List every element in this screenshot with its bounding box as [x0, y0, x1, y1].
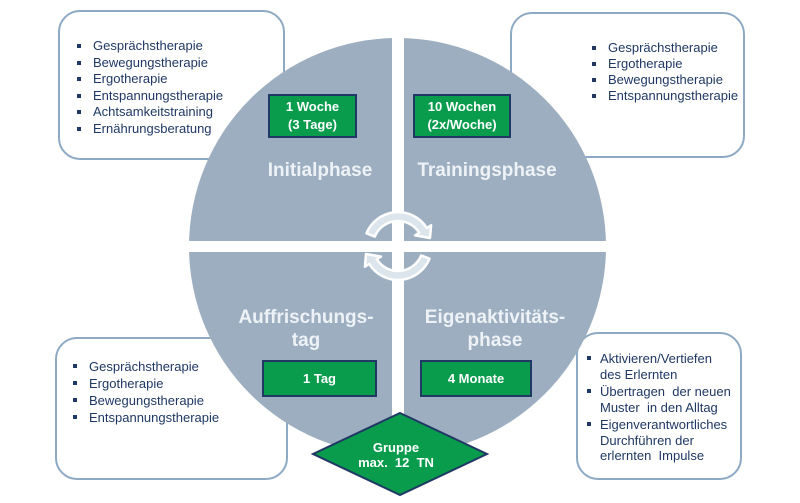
quadrant-divider-horizontal — [180, 241, 620, 252]
bullet-icon — [73, 398, 77, 402]
list-item: Bewegungstherapie — [73, 392, 286, 409]
list-item-text: Ergotherapie — [89, 376, 164, 391]
list-item-text: Bewegungstherapie — [93, 54, 208, 70]
therapy-list: Gesprächstherapie Bewegungstherapie Ergo… — [60, 12, 283, 137]
list-item-text: Entspannungstherapie — [608, 88, 739, 103]
therapy-list: Gesprächstherapie Ergotherapie Bewegungs… — [57, 339, 286, 426]
duration-badge-trainingsphase: 10 Wochen (2x/Woche) — [413, 94, 511, 138]
list-item: Aktivieren/Vertiefen des Erlernten — [587, 351, 740, 382]
duration-badge-auffrischungstag: 1 Tag — [262, 360, 377, 397]
bullet-icon — [592, 46, 596, 50]
list-item: Gesprächstherapie — [592, 40, 743, 56]
list-item-text: Eigenverantwortliches Durchführen der er… — [600, 417, 728, 463]
list-item-text: Übertragen der neuen Muster in den Allta… — [600, 384, 731, 415]
list-item-text: Gesprächstherapie — [608, 40, 718, 55]
list-item: Achtsamkeitstraining — [77, 104, 283, 121]
phase-title-initialphase: Initialphase — [267, 160, 373, 181]
list-item-text: Gesprächstherapie — [93, 38, 203, 53]
list-item: Ergotherapie — [592, 56, 743, 72]
list-item: Bewegungstherapie — [592, 72, 743, 88]
list-item: Ergotherapie — [77, 71, 283, 88]
bullet-icon — [73, 364, 77, 368]
phase-title-trainingsphase: Trainingsphase — [417, 160, 557, 181]
group-diamond — [310, 411, 490, 497]
bullet-icon — [73, 415, 77, 419]
bullet-icon — [587, 356, 591, 360]
list-item-text: Bewegungstherapie — [608, 72, 723, 87]
bullet-icon — [73, 381, 77, 385]
phase-title-auffrischungstag: Auffrischungs- tag — [238, 307, 374, 351]
duration-badge-initialphase: 1 Woche (3 Tage) — [268, 94, 357, 138]
bullet-icon — [77, 44, 81, 48]
list-item: Entspannungstherapie — [77, 87, 283, 105]
activity-list-box-bottom-right: Aktivieren/Vertiefen des Erlernten Übert… — [576, 332, 742, 480]
list-item: Entspannungstherapie — [592, 88, 743, 104]
list-item: Ernährungsberatung — [77, 120, 283, 138]
bullet-icon — [77, 110, 81, 114]
bullet-icon — [592, 62, 596, 66]
list-item-text: Achtsamkeitstraining — [93, 104, 213, 119]
cycle-arrows-icon — [363, 210, 433, 282]
list-item: Gesprächstherapie — [77, 38, 283, 55]
list-item-text: Bewegungstherapie — [89, 393, 204, 408]
bullet-icon — [77, 60, 81, 65]
list-item: Ergotherapie — [73, 375, 286, 392]
phase-title-eigenaktivitaetsphase: Eigenaktivitäts- phase — [424, 307, 566, 351]
group-diamond-label: Gruppe max. 12 TN — [358, 440, 434, 470]
list-item-text: Ergotherapie — [608, 56, 683, 71]
therapy-list-box-top-right: Gesprächstherapie Ergotherapie Bewegungs… — [510, 12, 745, 158]
activity-list: Aktivieren/Vertiefen des Erlernten Übert… — [578, 334, 740, 464]
bullet-icon — [77, 77, 81, 81]
bullet-icon — [592, 94, 596, 98]
bullet-icon — [592, 78, 596, 82]
therapy-list: Gesprächstherapie Ergotherapie Bewegungs… — [512, 14, 743, 104]
list-item: Entspannungstherapie — [73, 409, 286, 426]
list-item-text: Gesprächstherapie — [89, 359, 199, 374]
list-item-text: Entspannungstherapie — [93, 87, 224, 103]
list-item: Übertragen der neuen Muster in den Allta… — [587, 384, 740, 415]
list-item-text: Ernährungsberatung — [93, 120, 212, 136]
bullet-icon — [587, 422, 591, 426]
list-item: Gesprächstherapie — [73, 358, 286, 375]
list-item-text: Ergotherapie — [93, 71, 168, 86]
list-item: Eigenverantwortliches Durchführen der er… — [587, 417, 740, 464]
bullet-icon — [587, 389, 591, 393]
bullet-icon — [77, 126, 81, 131]
list-item-text: Entspannungstherapie — [89, 410, 220, 425]
list-item-text: Aktivieren/Vertiefen des Erlernten — [600, 351, 713, 382]
therapy-list-box-top-left: Gesprächstherapie Bewegungstherapie Ergo… — [58, 10, 285, 160]
duration-badge-eigenaktivitaetsphase: 4 Monate — [420, 360, 532, 397]
bullet-icon — [77, 93, 81, 98]
list-item: Bewegungstherapie — [77, 54, 283, 72]
